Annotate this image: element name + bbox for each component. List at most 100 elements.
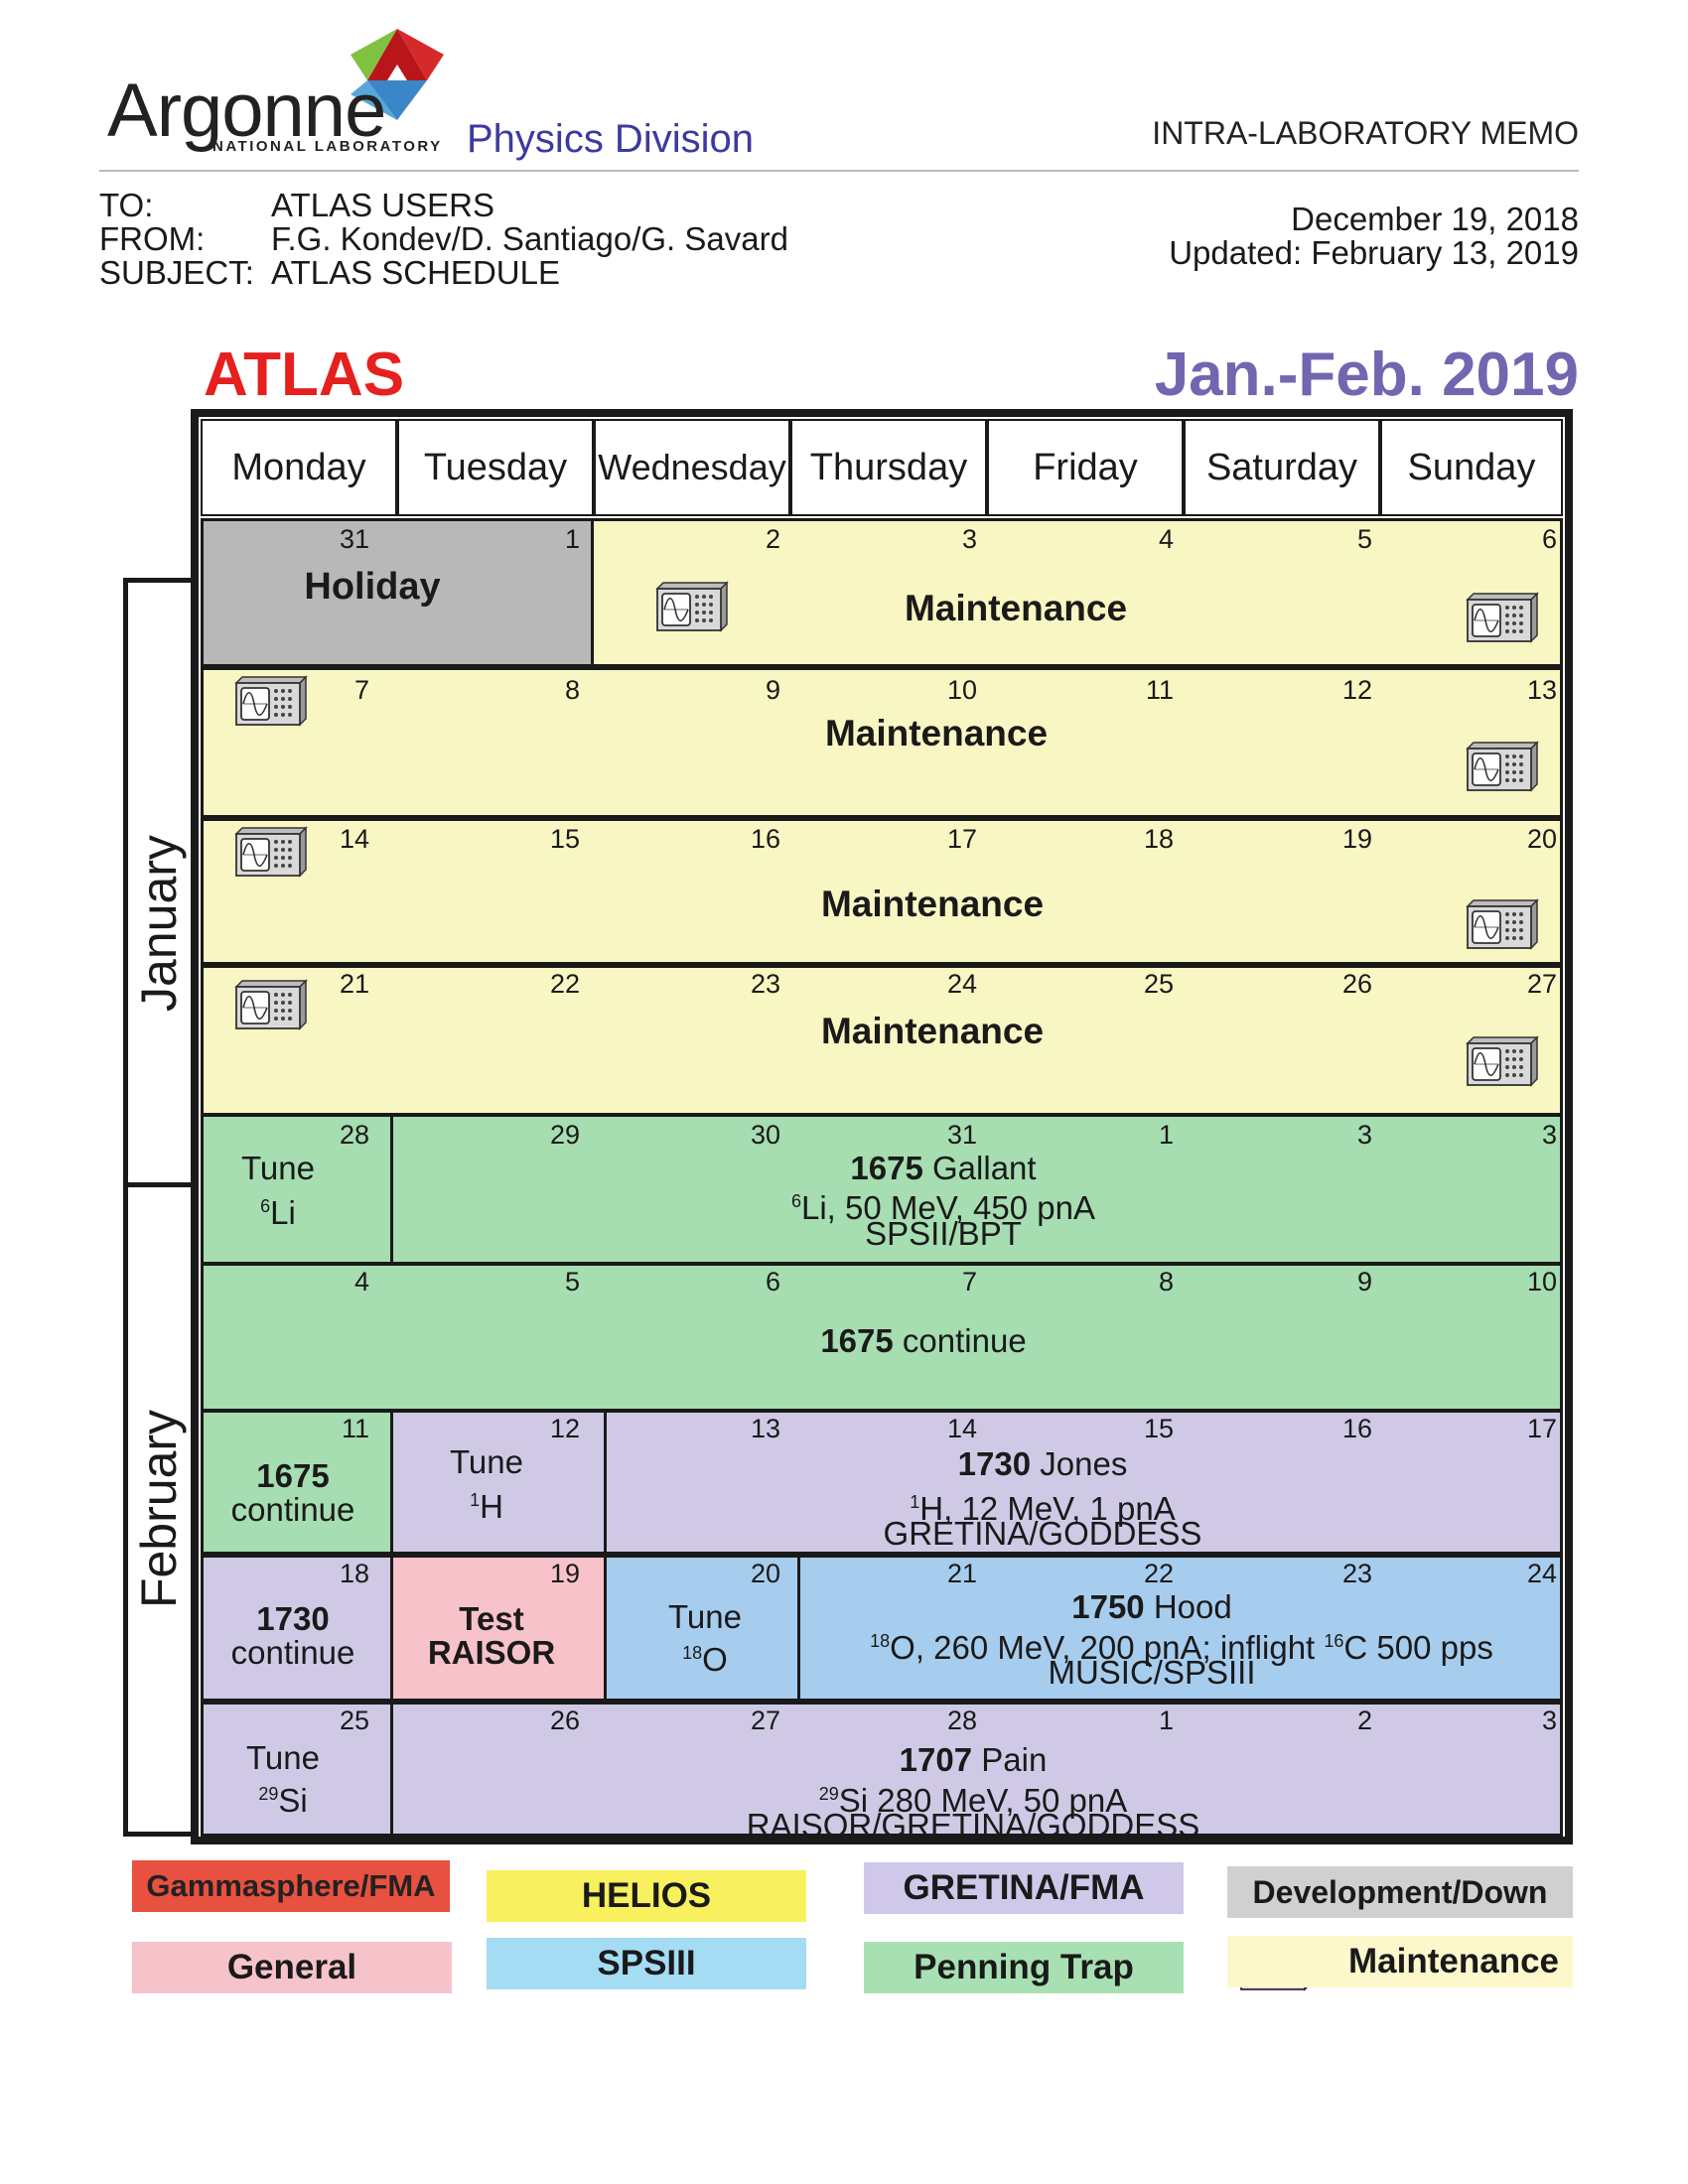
tune-o-block <box>604 1555 800 1702</box>
experiment-1730-beam-text: H, 12 MeV, 1 pnA <box>919 1490 1176 1527</box>
experiment-1750-block <box>797 1555 1563 1702</box>
tune-h-element: H <box>480 1488 503 1525</box>
experiment-1730-beam: 1H, 12 MeV, 1 pnA <box>774 1485 1311 1526</box>
period-title: Jan.-Feb. 2019 <box>1154 341 1579 409</box>
experiment-1730-title: 1730 Jones <box>794 1447 1291 1481</box>
experiment-1750-number: 1750 <box>1071 1588 1145 1625</box>
experiment-1707-setup: RAISOR/GRETINA/GODDESS <box>746 1807 1200 1843</box>
date-number: 19 <box>1341 824 1372 854</box>
experiment-1675-continue-monday-word: continue <box>230 1491 355 1528</box>
experiment-1707-name: Pain <box>981 1741 1048 1778</box>
experiment-1675-beam-text: Li, 50 MeV, 450 pnA <box>801 1189 1096 1226</box>
date-number: 23 <box>750 969 780 999</box>
date-number: 15 <box>549 824 580 854</box>
experiment-1750-beam-mass-2: 16 <box>1324 1631 1344 1651</box>
oscilloscope-icon <box>1466 898 1539 950</box>
date-number: 9 <box>1356 1267 1372 1297</box>
legend-spsiii: SPSIII <box>487 1938 806 1989</box>
tune-si-isotope: 29Si <box>213 1777 352 1818</box>
date-number: 22 <box>549 969 580 999</box>
experiment-1675-setup: SPSII/BPT <box>865 1215 1022 1252</box>
tune-si-mass: 29 <box>258 1784 279 1804</box>
date-number: 31 <box>946 1120 977 1150</box>
experiment-1750-beam-mass-1: 18 <box>870 1631 891 1651</box>
date-number: 11 <box>341 1414 369 1443</box>
date-number: 27 <box>750 1706 780 1735</box>
february-bracket <box>123 1182 191 1837</box>
tune-li-label: Tune <box>241 1150 315 1186</box>
updated-date: Updated: February 13, 2019 <box>1169 234 1579 271</box>
memo-type: INTRA-LABORATORY MEMO <box>1152 115 1579 151</box>
date-number: 12 <box>549 1414 580 1443</box>
experiment-1730-continue-number: 1730 <box>256 1600 330 1637</box>
experiment-1730-number: 1730 <box>957 1445 1032 1482</box>
experiment-1675-name: Gallant <box>932 1150 1037 1186</box>
date-number: 31 <box>339 524 369 554</box>
date-number: 9 <box>765 675 780 705</box>
date-number: 20 <box>1526 824 1557 854</box>
maintenance-block-week1 <box>591 518 1563 667</box>
experiment-1707-beam: 29Si 280 MeV, 50 pnA <box>725 1777 1221 1818</box>
date-number: 1 <box>1158 1706 1174 1735</box>
date-number: 3 <box>1541 1120 1557 1150</box>
experiment-1675-continue-number: 1675 <box>820 1322 894 1359</box>
date-number: 26 <box>1341 969 1372 999</box>
experiment-1675-title: 1675 Gallant <box>695 1152 1192 1185</box>
date-number: 7 <box>961 1267 977 1297</box>
maintenance-label-week4: Maintenance <box>820 1011 1045 1051</box>
from-label: FROM: <box>99 220 206 257</box>
subject-value: ATLAS SCHEDULE <box>271 254 560 291</box>
date-number: 25 <box>339 1706 369 1735</box>
experiment-1730-beam-mass: 1 <box>910 1492 920 1512</box>
day-header-friday: Friday <box>987 419 1184 516</box>
date-number: 14 <box>946 1414 977 1443</box>
calendar-frame <box>191 409 1573 1844</box>
experiment-1675-beam-mass: 6 <box>790 1191 801 1211</box>
experiment-1750-name: Hood <box>1153 1588 1232 1625</box>
date-number: 22 <box>1143 1559 1174 1588</box>
legend-general: General <box>132 1942 452 1993</box>
month-label-february: February <box>131 1409 187 1609</box>
oscilloscope-icon <box>234 826 308 878</box>
date-number: 7 <box>353 675 369 705</box>
experiment-1730-block <box>604 1410 1563 1555</box>
experiment-1675-continue-word: continue <box>902 1322 1027 1359</box>
date-number: 17 <box>946 824 977 854</box>
date-number: 17 <box>1526 1414 1557 1443</box>
date-number: 1 <box>1158 1120 1174 1150</box>
argonne-triangle-icon <box>351 29 444 120</box>
tune-o-mass: 18 <box>682 1643 703 1663</box>
date-number: 8 <box>564 675 580 705</box>
experiment-1675-beam: 6Li, 50 MeV, 450 pnA <box>645 1184 1241 1225</box>
date-number: 4 <box>1158 524 1174 554</box>
experiment-1707-beam-text: Si 280 MeV, 50 pnA <box>838 1782 1128 1819</box>
legend-gretina: GRETINA/FMA <box>864 1862 1184 1914</box>
date-number: 5 <box>564 1267 580 1297</box>
oscilloscope-icon <box>234 979 308 1030</box>
date-number: 3 <box>961 524 977 554</box>
experiment-1707-number: 1707 <box>899 1741 973 1778</box>
date-number: 10 <box>1526 1267 1557 1297</box>
date-number: 16 <box>1341 1414 1372 1443</box>
legend-development: Development/Down <box>1227 1866 1573 1918</box>
tune-o-label: Tune <box>668 1598 742 1635</box>
date-number: 13 <box>750 1414 780 1443</box>
atlas-title: ATLAS <box>204 341 405 409</box>
oscilloscope-icon <box>1466 592 1539 643</box>
experiment-1675-continue-monday-block <box>201 1410 393 1555</box>
date-number: 12 <box>1341 675 1372 705</box>
date-number: 19 <box>549 1559 580 1588</box>
legend-maintenance-label: Maintenance <box>1348 1942 1559 1980</box>
oscilloscope-icon <box>1466 1035 1539 1087</box>
date-number: 2 <box>1356 1706 1372 1735</box>
date-number: 18 <box>1143 824 1174 854</box>
maintenance-label-week3: Maintenance <box>820 884 1045 924</box>
date-number: 16 <box>750 824 780 854</box>
experiment-1707-block <box>390 1702 1563 1837</box>
experiment-1750-beam-text-2: C 500 pps <box>1343 1629 1493 1666</box>
argonne-logo <box>104 25 462 164</box>
date-number: 30 <box>750 1120 780 1150</box>
tune-li-isotope: 6Li <box>209 1189 348 1230</box>
date-number: 25 <box>1143 969 1174 999</box>
experiment-1750-setup: MUSIC/SPSIII <box>1048 1654 1256 1691</box>
